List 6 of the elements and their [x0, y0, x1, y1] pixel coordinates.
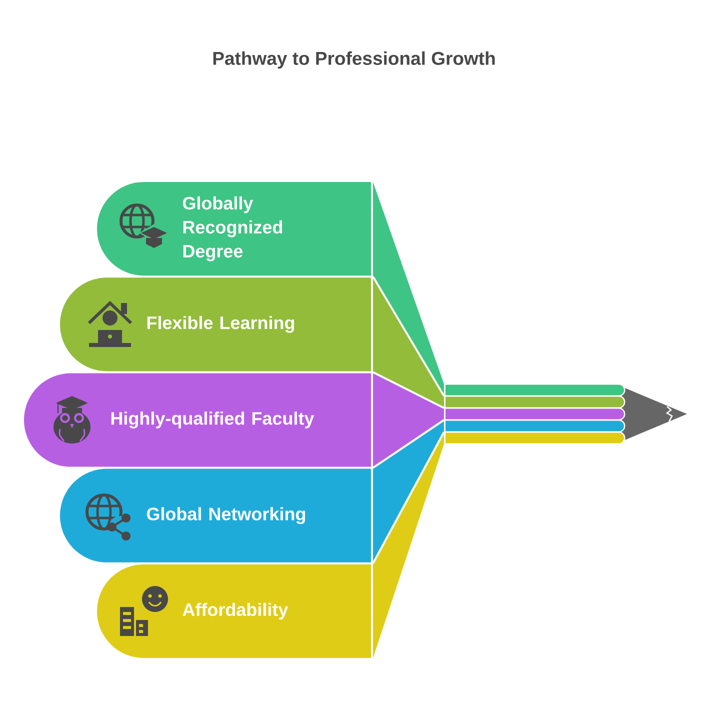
banner: Global Networking [60, 468, 371, 562]
banner: Affordability [97, 564, 371, 658]
title: Pathway to Professional Growth [213, 51, 495, 69]
banner: Highly-qualified Faculty [24, 373, 371, 467]
banner: Globally Recognized Degree [97, 182, 371, 276]
banner: Flexible Learning [60, 278, 371, 372]
